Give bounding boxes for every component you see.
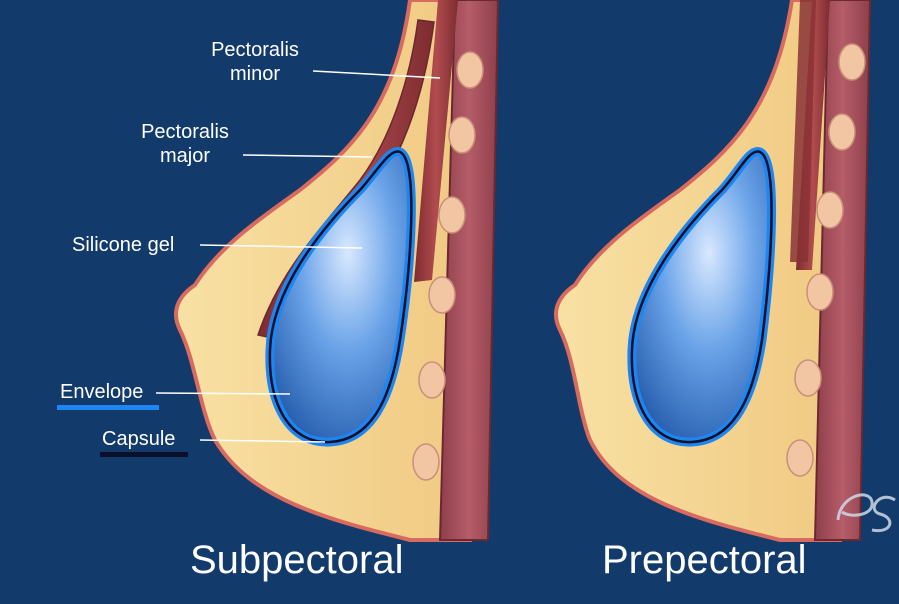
envelope-color-key [57,405,159,410]
ps-logo-icon [836,493,896,533]
label-pectoralis-major-line2: major [159,145,210,167]
rib-sections-right [786,43,866,477]
prepectoral-panel [554,0,872,542]
subpectoral-panel [174,0,500,542]
pectoralis-minor-left [414,0,458,282]
label-capsule: Capsule [102,428,176,450]
pectoralis-major-right [790,0,816,262]
caption-subpectoral: Subpectoral [190,538,404,582]
capsule-color-key [100,452,188,457]
capsule-outline-right [630,150,773,444]
leader-silicone-gel [199,244,363,249]
label-pectoralis-minor-line2: minor [229,63,280,85]
caption-prepectoral: Prepectoral [602,538,807,582]
label-silicone-gel: Silicone gel [72,234,175,256]
leader-pectoralis-minor [312,70,441,79]
label-pectoralis-minor: Pectoralis minor [200,38,310,86]
label-envelope: Envelope [60,381,144,403]
label-pectoralis-major-line1: Pectoralis [141,121,229,143]
label-pectoralis-minor-line1: Pectoralis [211,39,299,61]
leader-envelope [155,392,291,395]
label-pectoralis-major: Pectoralis major [130,120,240,168]
rib-sections-left [412,51,484,481]
leader-lines [155,70,441,443]
capsule-outline-left [268,150,413,444]
leader-pectoralis-major [242,154,373,158]
leader-capsule [199,439,326,443]
